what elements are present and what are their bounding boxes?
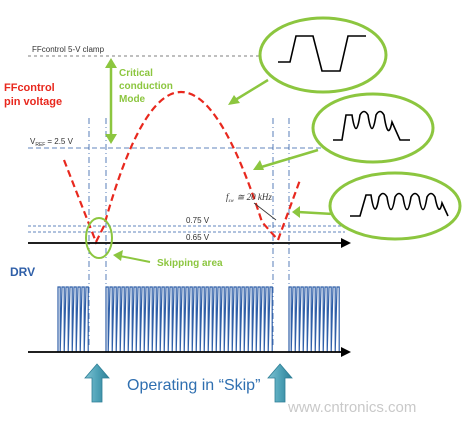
ffcontrol-label-line2: pin voltage bbox=[4, 96, 62, 108]
ffcontrol-label-line1: FFcontrol bbox=[4, 82, 55, 94]
vref-label: VREF= 2.5 V bbox=[30, 137, 74, 148]
critical-label-line1: Critical bbox=[119, 68, 153, 79]
fsw-label: fsw≅ 20 kHz bbox=[226, 192, 272, 204]
callout-pointer-top bbox=[231, 78, 269, 104]
callout-pointer-top-head bbox=[228, 95, 240, 105]
ffcontrol-axis-arrowhead bbox=[341, 238, 351, 248]
critical-label-line3: Mode bbox=[119, 94, 146, 105]
callout-pointer-mid-head bbox=[253, 160, 264, 170]
vertical-guides bbox=[88, 118, 290, 346]
up-arrow-icon bbox=[84, 363, 110, 403]
drv-pulse-block bbox=[57, 286, 89, 353]
drv-axis-arrowhead bbox=[341, 347, 351, 357]
waveform-top bbox=[278, 35, 366, 72]
waveform-low bbox=[350, 192, 449, 217]
critical-double-arrow bbox=[105, 58, 117, 144]
fsw-pointer bbox=[253, 202, 277, 221]
skipping-label: Skipping area bbox=[157, 258, 223, 269]
ffcontrol-waveform bbox=[62, 91, 302, 245]
drv-pulse-train bbox=[57, 286, 340, 353]
callout-bubble-low bbox=[328, 171, 462, 241]
skipping-arrow bbox=[113, 250, 151, 263]
drv-label: DRV bbox=[10, 265, 35, 279]
critical-label-line2: conduction bbox=[119, 81, 173, 92]
skipping-highlight-ellipse bbox=[85, 217, 113, 259]
v075-label: 0.75 V bbox=[186, 216, 210, 225]
up-arrow-icon bbox=[267, 363, 293, 403]
callout-pointer-mid bbox=[257, 148, 319, 170]
watermark: www.cntronics.com bbox=[287, 399, 416, 416]
waveform-mid bbox=[333, 110, 410, 141]
drv-pulse-block bbox=[288, 286, 340, 353]
callout-pointer-low-head bbox=[292, 206, 300, 218]
callout-pointer-low bbox=[297, 210, 334, 216]
operating-label: Operating in “Skip” bbox=[127, 377, 260, 394]
callout-bubble-top bbox=[258, 16, 388, 94]
clamp-label: FFcontrol 5-V clamp bbox=[32, 45, 105, 54]
v065-label: 0.65 V bbox=[186, 233, 210, 242]
drv-pulse-block bbox=[105, 286, 273, 353]
